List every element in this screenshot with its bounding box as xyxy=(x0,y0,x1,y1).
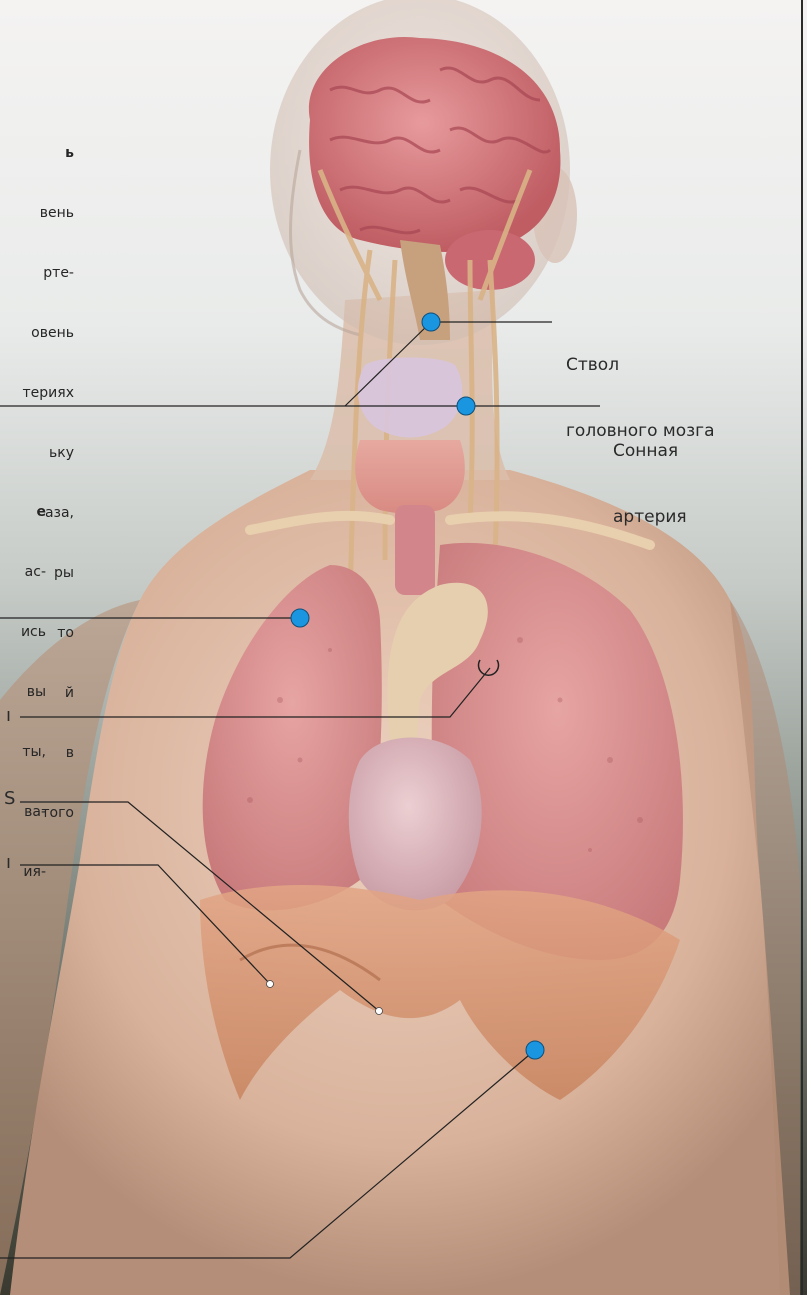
edge-fragment-1: ı xyxy=(6,705,11,726)
text-line: ты, xyxy=(0,742,46,762)
diaphragm-marker-2 xyxy=(376,1008,383,1015)
text-line: ись xyxy=(0,622,46,642)
carotid-marker xyxy=(457,397,475,415)
trachea xyxy=(395,505,435,595)
callout-carotid-line1: Сонная xyxy=(613,440,687,462)
text-block-top-heading: ь xyxy=(0,143,74,163)
text-block-middle: е ас- ись вы ты, ва- ия- xyxy=(0,462,46,902)
text-line: ьку xyxy=(0,443,74,463)
edge-fragment-2: S xyxy=(4,788,15,809)
text-line: ас- xyxy=(0,562,46,582)
diaphragm-marker-1 xyxy=(267,981,274,988)
callout-brainstem-line1: Ствол xyxy=(566,354,714,376)
liver-marker xyxy=(526,1041,544,1059)
thyroid xyxy=(358,358,462,438)
brainstem-marker xyxy=(422,313,440,331)
text-line: овень xyxy=(0,323,74,343)
callout-carotid-line2: артерия xyxy=(613,506,687,528)
edge-fragment-3: ı xyxy=(6,852,11,873)
callout-carotid: Сонная артерия xyxy=(613,396,687,550)
page-edge-rule xyxy=(801,0,803,1295)
text-line: териях xyxy=(0,383,74,403)
text-line: рте- xyxy=(0,263,74,283)
text-line: вень xyxy=(0,203,74,223)
text-block-middle-heading: е xyxy=(0,502,46,522)
text-line: вы xyxy=(0,682,46,702)
lung-marker xyxy=(291,609,309,627)
thyroid-gland xyxy=(355,440,465,514)
